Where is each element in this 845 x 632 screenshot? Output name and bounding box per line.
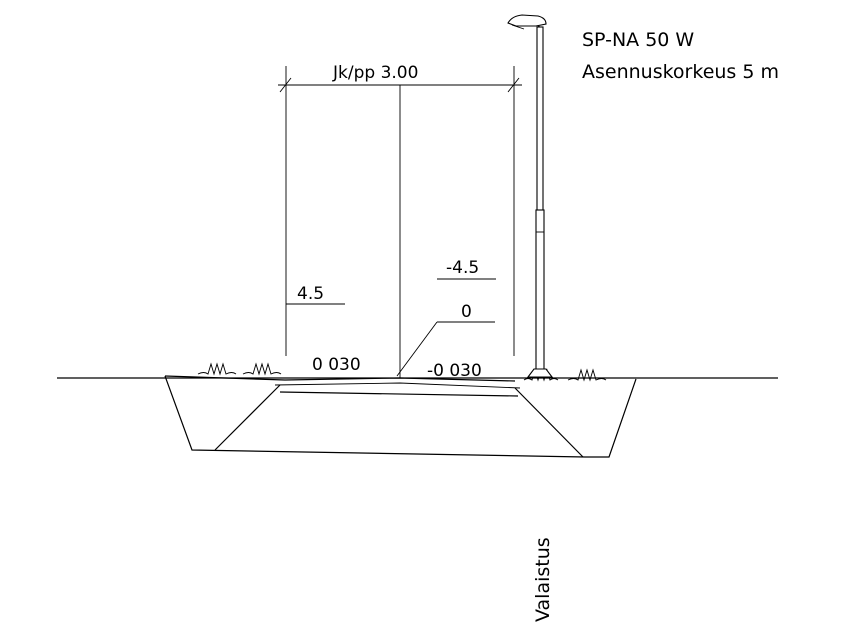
excavation-outline <box>164 375 637 458</box>
dimension-tick-right <box>507 77 520 93</box>
right-slope-label: -4.5 <box>446 258 479 278</box>
path-width-label: Jk/pp 3.00 <box>332 63 418 83</box>
excavation-left-slope <box>214 384 281 451</box>
lamp-height-label: Asennuskorkeus 5 m <box>582 61 779 83</box>
grass-symbol-left-2 <box>242 362 282 376</box>
pavement-layer <box>274 382 521 389</box>
lamp-luminaire-lens <box>511 24 525 30</box>
grass-symbol-left-1 <box>197 362 237 376</box>
dimension-tick-left <box>279 77 292 93</box>
center-leader-diagonal <box>396 321 438 377</box>
grass-symbol-right-2 <box>567 368 607 382</box>
lamp-luminaire <box>507 14 547 27</box>
excavation-right-slope <box>514 387 584 458</box>
lighting-vertical-label: Valaistus <box>532 537 554 622</box>
pavement-base <box>279 391 519 397</box>
cross-fall-right-label: -0 030 <box>427 361 482 381</box>
lamp-foundation <box>526 368 554 378</box>
left-slope-label: 4.5 <box>297 284 324 304</box>
lamp-pole-lower <box>535 209 545 371</box>
cross-fall-left-label: 0 030 <box>312 355 361 375</box>
pavement-surface <box>164 375 516 382</box>
center-level-label: 0 <box>461 302 472 322</box>
lamp-spec-label: SP-NA 50 W <box>582 29 694 51</box>
